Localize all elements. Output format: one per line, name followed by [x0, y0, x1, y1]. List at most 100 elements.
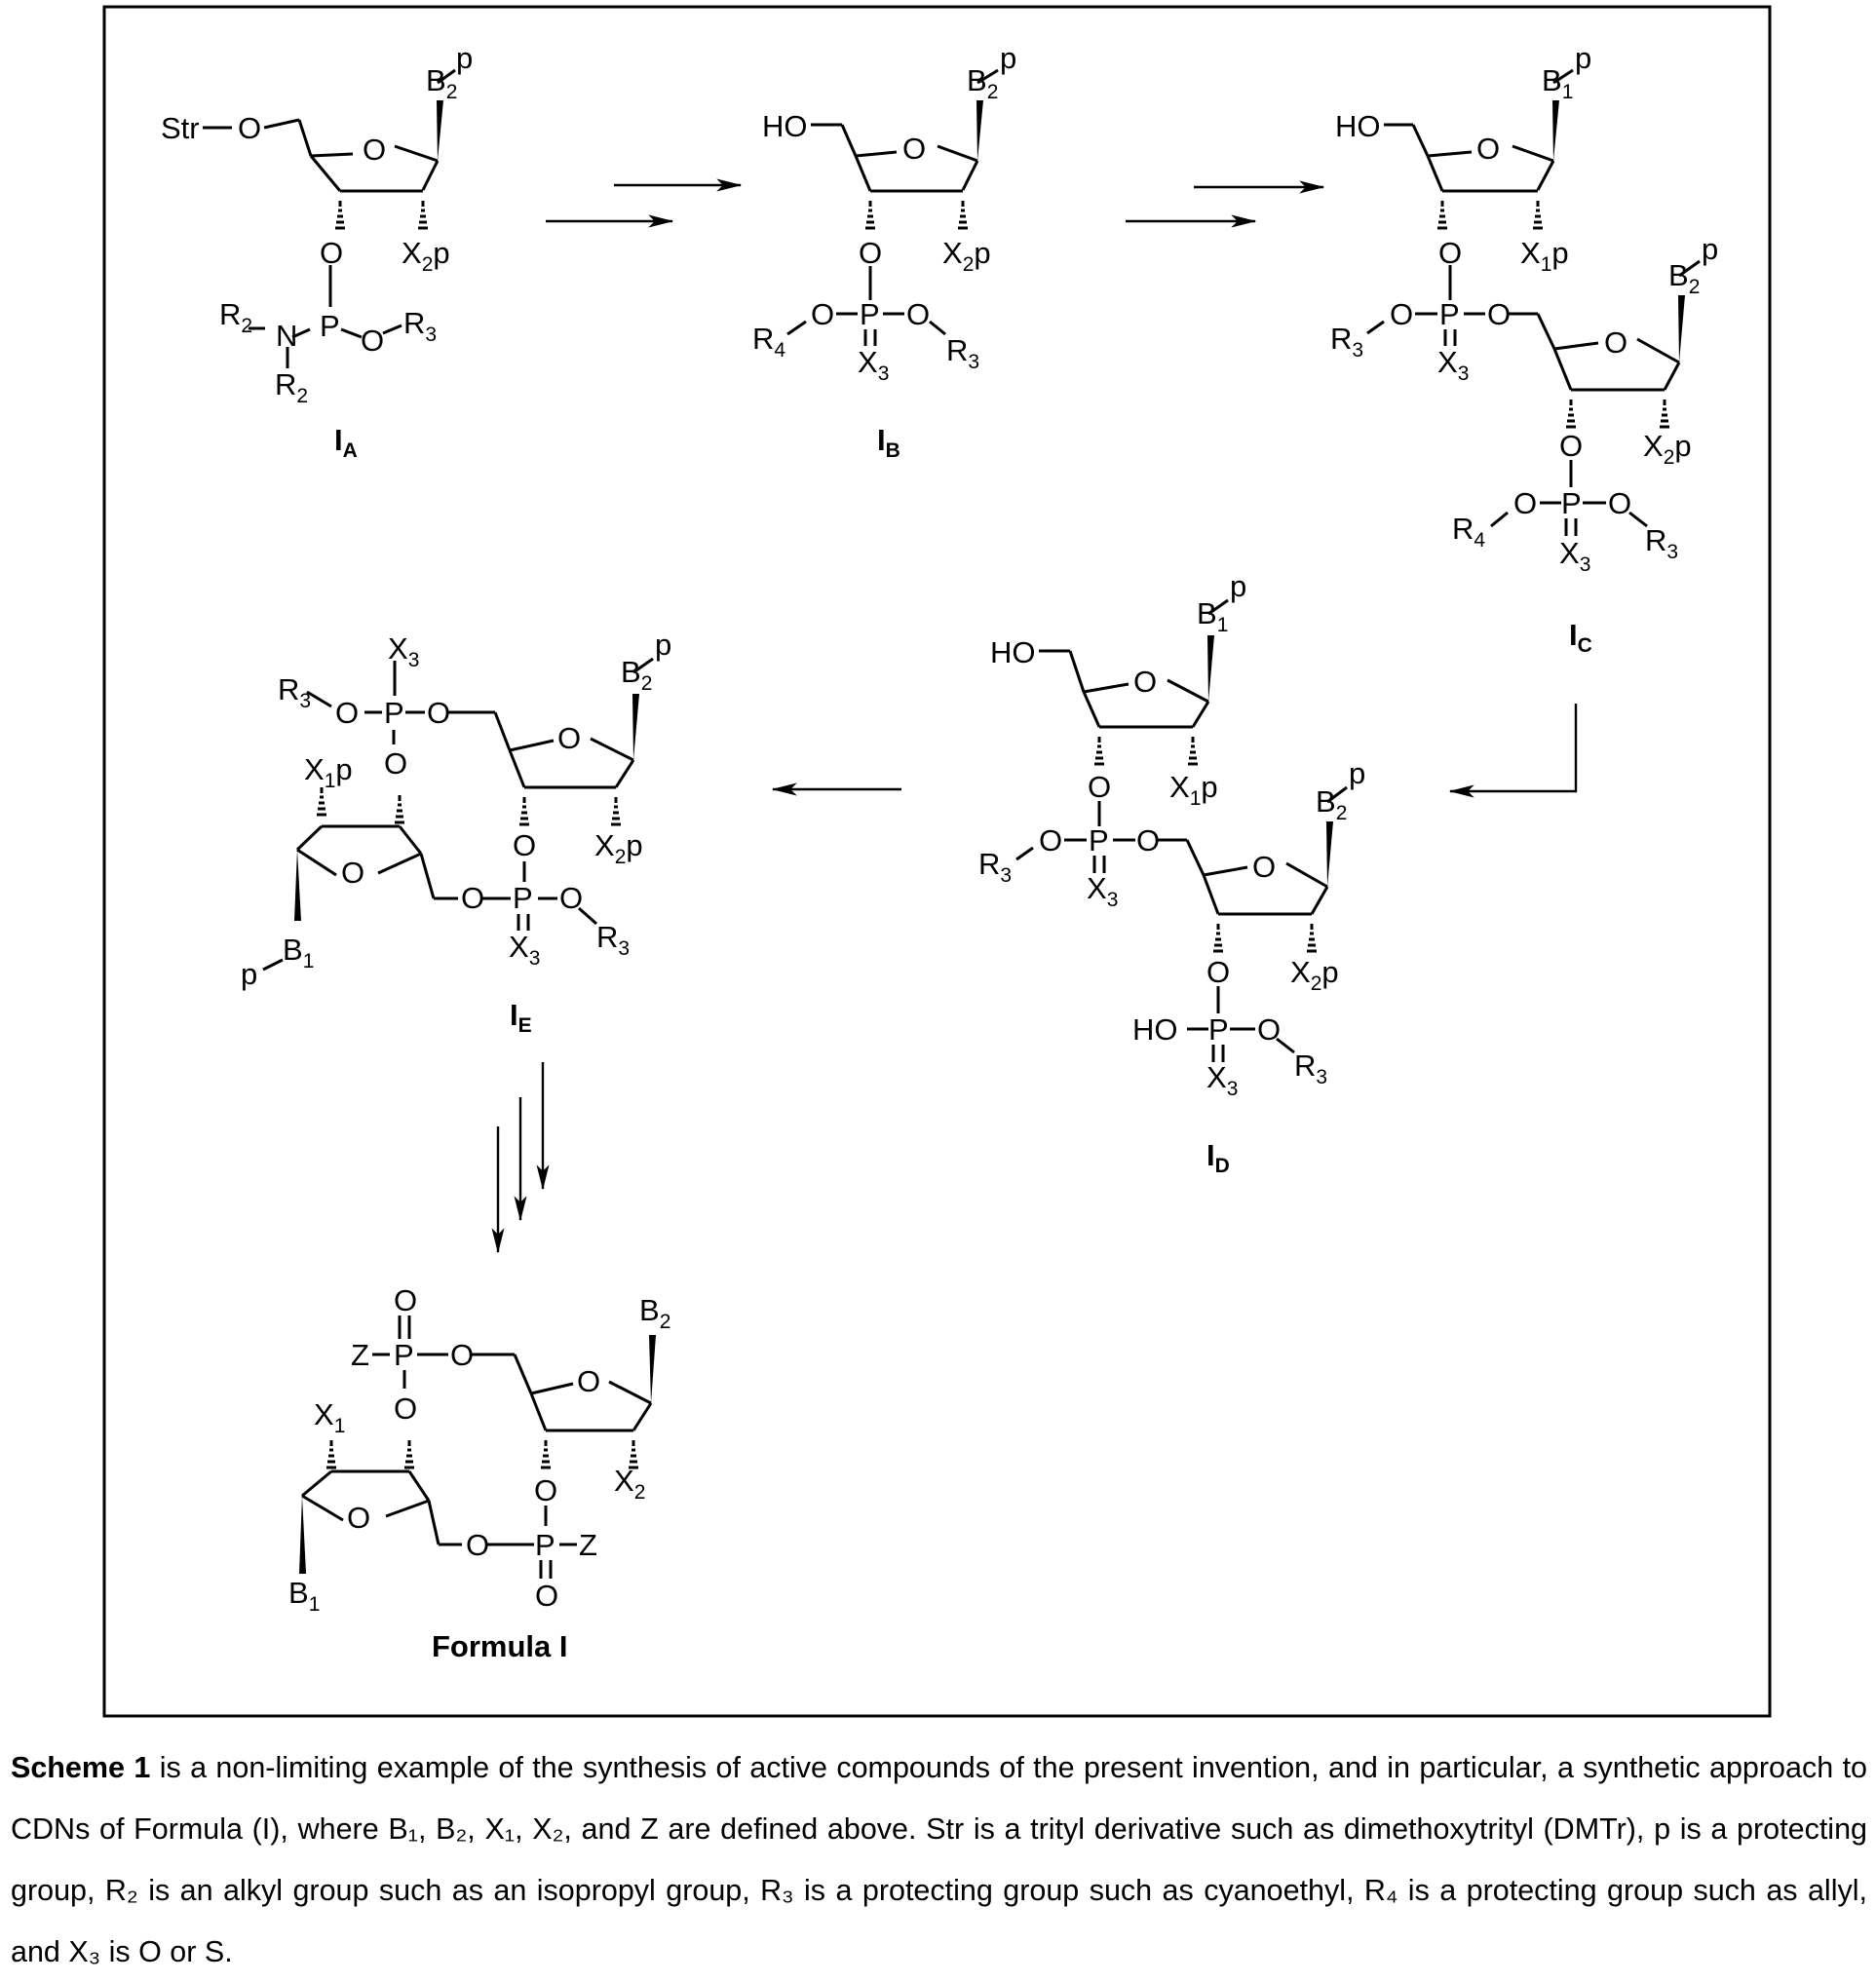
ie-b1: B1 [283, 933, 314, 972]
ib-r4: R4 [752, 322, 785, 362]
formula-i-b2: B2 [639, 1293, 670, 1333]
ic-ring-o-2: O [1604, 325, 1627, 360]
ie-x1: X1p [304, 752, 353, 792]
arrow-ib-ic [1126, 187, 1323, 221]
ie-p1: P [384, 696, 404, 730]
id-b2-p: p [1349, 756, 1365, 790]
ie-o5: O [461, 881, 484, 915]
ic-ho: HO [1335, 109, 1381, 143]
compound-id: HO O B1 p O X1p O P O R3 X3 O B2 p O X2p… [978, 569, 1365, 1177]
ic-bonds [1367, 70, 1700, 536]
id-b1-p: p [1230, 569, 1246, 603]
id-x2: X2p [1290, 955, 1339, 995]
compound-ie: R3 O P O X3 O O B2 p X1p O X2p O O P O R… [241, 628, 671, 1037]
ie-p2: P [513, 881, 533, 915]
arrow-ic-id [1450, 704, 1576, 791]
ib-r3: R3 [946, 333, 979, 373]
ib-x2: X2p [942, 236, 991, 276]
ic-x2: X2p [1643, 429, 1692, 469]
ie-o-left: O [335, 696, 359, 730]
ia-r2-top: R2 [219, 297, 252, 337]
ie-b2-p: p [655, 628, 671, 662]
ia-p: P [320, 309, 340, 343]
compound-ib: HO O B2 p O X2p O P O R4 R3 X3 IB [752, 41, 1016, 462]
formula-i-x2: X2 [614, 1464, 645, 1504]
ic-x3-1: X3 [1437, 345, 1469, 385]
ic-o-link: O [1390, 297, 1413, 331]
ie-r3-right: R3 [596, 920, 630, 960]
ic-o-allyl: O [1513, 486, 1537, 520]
ic-o5: O [1487, 297, 1511, 331]
ie-o3-upper: O [513, 828, 536, 862]
ie-r3-left: R3 [278, 672, 311, 712]
id-o5: O [1136, 823, 1160, 858]
ia-o-ester: O [361, 324, 384, 358]
compound-ia: Str O O B2 p O X2p P R2 N R2 O R3 IA [161, 41, 473, 462]
ib-label: IB [877, 423, 900, 462]
ie-b1-p: p [241, 957, 257, 991]
scheme-caption: Scheme 1 is a non-limiting example of th… [11, 1737, 1867, 1983]
formula-i-label: Formula I [432, 1629, 568, 1663]
id-x3-1: X3 [1087, 871, 1118, 911]
formula-i-o5: O [466, 1528, 489, 1562]
ic-b1: B1 [1542, 63, 1573, 103]
ib-ring-o: O [902, 132, 926, 166]
ic-o3: O [1438, 236, 1462, 270]
id-ho-2: HO [1132, 1012, 1178, 1047]
ic-b1-p: p [1575, 41, 1591, 75]
id-r3-right: R3 [1294, 1049, 1327, 1088]
ic-ring-o: O [1476, 132, 1500, 166]
formula-i-z-top: Z [351, 1338, 369, 1372]
caption-lead: Scheme 1 [11, 1751, 150, 1784]
ia-r2-bottom: R2 [275, 367, 308, 407]
compound-ic: HO O B1 p O X1p O P O R3 X3 O B2 p O X2p… [1330, 41, 1718, 657]
ic-p2: P [1561, 486, 1582, 520]
arrow-ie-formula [498, 1062, 543, 1252]
ia-o3: O [320, 236, 343, 270]
ib-b2-p: p [1000, 41, 1016, 75]
id-ring-o: O [1133, 665, 1157, 699]
id-ring-o-2: O [1252, 850, 1276, 884]
ic-label: IC [1569, 618, 1592, 657]
id-x3-2: X3 [1206, 1060, 1238, 1100]
ic-r4: R4 [1452, 512, 1485, 552]
ic-x3-2: X3 [1559, 536, 1590, 576]
ic-o3-2: O [1559, 429, 1583, 463]
ic-x1: X1p [1520, 236, 1569, 276]
formula-i-o-bridge: O [394, 1392, 417, 1426]
ib-ho: HO [762, 109, 808, 143]
formula-i-o-bottom: O [535, 1579, 558, 1613]
id-o-ester: O [1257, 1012, 1281, 1047]
ic-b2-p: p [1702, 232, 1718, 266]
id-r3-left: R3 [978, 847, 1012, 887]
id-p1: P [1089, 823, 1109, 858]
ia-b2-p: p [456, 41, 473, 75]
formula-i-p2: P [535, 1528, 555, 1562]
ic-o-ester: O [1608, 486, 1631, 520]
ia-x2: X2p [402, 236, 450, 276]
ib-b2: B2 [967, 63, 998, 103]
formula-i-b1: B1 [288, 1576, 320, 1616]
ie-o-ester: O [559, 881, 583, 915]
ic-r3-left: R3 [1330, 322, 1363, 362]
formula-i-p1: P [394, 1338, 414, 1372]
compound-formula-i: O Z P O O O B2 X1 O X2 O O P Z O B1 Form… [288, 1283, 670, 1663]
arrow-ia-ib [546, 185, 741, 221]
formula-i-o3-upper: O [534, 1473, 557, 1507]
ic-p1: P [1439, 297, 1460, 331]
formula-i-ring-o-upper: O [577, 1364, 600, 1398]
ib-x3: X3 [858, 345, 889, 385]
ia-ring-o: O [363, 133, 386, 167]
formula-i-o-top: O [394, 1283, 417, 1317]
ie-label: IE [510, 998, 532, 1037]
formula-i-o-link: O [450, 1338, 474, 1372]
id-ho: HO [990, 635, 1036, 669]
ie-o-bridge: O [384, 746, 407, 781]
ib-p: P [860, 297, 880, 331]
ie-x2: X2p [594, 828, 643, 868]
formula-i-z-bottom: Z [579, 1528, 597, 1562]
formula-i-ring-o-lower: O [347, 1501, 370, 1535]
id-o3-2: O [1206, 955, 1230, 989]
caption-text: is a non-limiting example of the synthes… [11, 1751, 1867, 1968]
ie-x3-bottom: X3 [509, 930, 540, 970]
